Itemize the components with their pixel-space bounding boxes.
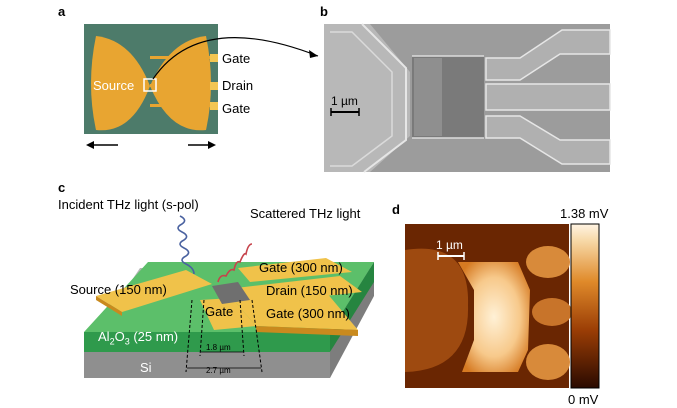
oxide-suffix: (25 nm) xyxy=(129,329,179,344)
panel-d-letter: d xyxy=(392,202,400,217)
panel-a-drain-label: Drain xyxy=(222,78,254,93)
panel-c-scattered-label: Scattered THz light xyxy=(250,206,361,221)
panel-d-colorbar-min: 0 mV xyxy=(568,392,599,407)
panel-c-source-label: Source (150 nm) xyxy=(70,282,167,297)
panel-b-scale-label: 1 µm xyxy=(331,94,358,108)
panel-a-source-label: Source xyxy=(93,78,135,93)
panel-a-gate-top-label: Gate xyxy=(222,51,251,66)
oxide-mid: O xyxy=(114,329,125,344)
panel-c-letter: c xyxy=(58,180,66,195)
panel-c-si-label: Si xyxy=(140,360,152,375)
panel-c-dim-inner-label: 1.8 µm xyxy=(206,343,231,352)
oxide-sub1: 2 xyxy=(109,336,115,347)
panel-c-gate-center-label: Gate xyxy=(205,304,234,319)
panel-d-colorbar-max: 1.38 mV xyxy=(560,206,609,221)
panel-c-dim-outer-label: 2.7 µm xyxy=(206,366,231,375)
panel-a-letter: a xyxy=(58,4,66,19)
panel-c-gate-top-label: Gate (300 nm) xyxy=(259,260,343,275)
panel-c-drain-label: Drain (150 nm) xyxy=(266,283,353,298)
panel-d-scale-label: 1 µm xyxy=(436,238,463,252)
panel-c-gate-bottom-label: Gate (300 nm) xyxy=(266,306,350,321)
panel-c-oxide-label: Al2O3 (25 nm) xyxy=(98,329,178,347)
oxide-sub2: 3 xyxy=(124,336,130,347)
oxide-prefix: Al xyxy=(98,329,110,344)
panel-a-gate-bottom-label: Gate xyxy=(222,101,251,116)
panel-b-letter: b xyxy=(320,4,328,19)
panel-c-incident-label: Incident THz light (s-pol) xyxy=(58,197,199,212)
